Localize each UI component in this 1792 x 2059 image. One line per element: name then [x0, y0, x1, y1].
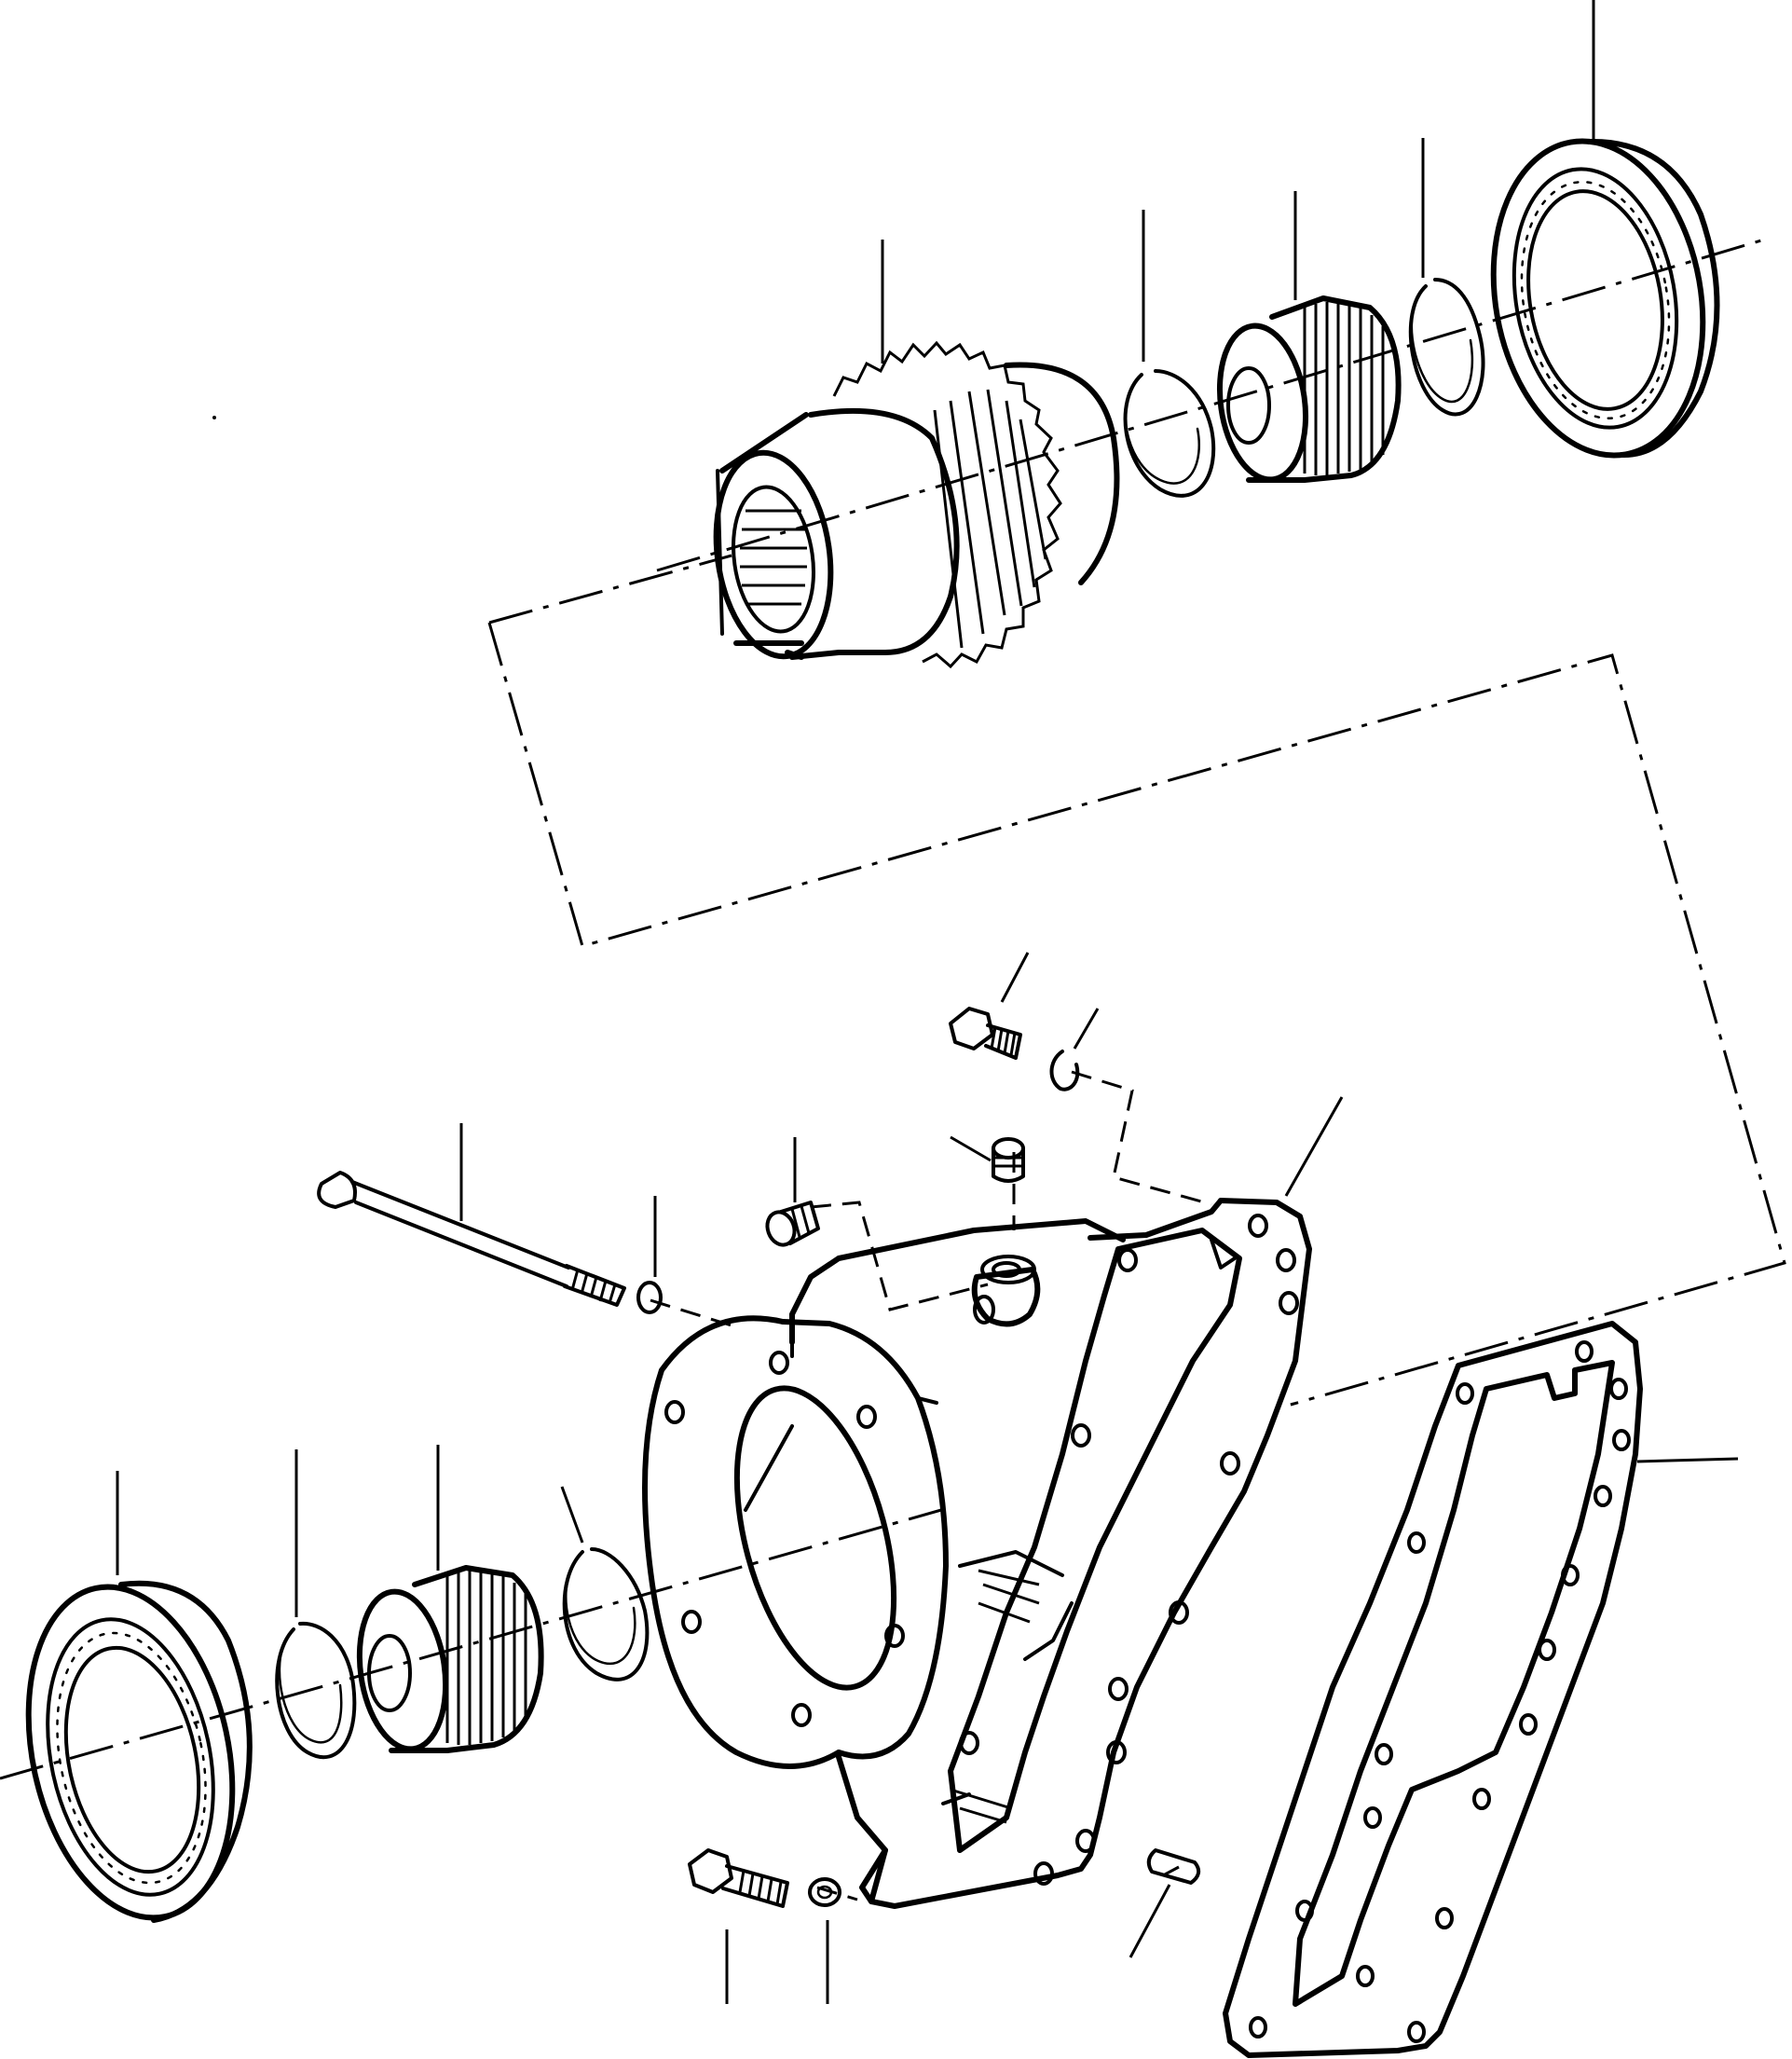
- drive-gear: [713, 240, 1120, 669]
- snap-ring-upper-large: [1123, 210, 1216, 498]
- housing-bolt-holes: [959, 1214, 1299, 1886]
- housing: [642, 1096, 1344, 1909]
- washer-long-bolt: [636, 1196, 663, 1314]
- gasket: [1223, 1321, 1739, 2058]
- bearing-lower: [25, 1471, 253, 1923]
- spline-teeth: [1303, 302, 1385, 475]
- snap-ring-upper-small: [1408, 138, 1485, 417]
- assembly-lines: [0, 239, 1786, 1901]
- stray-dot: [212, 416, 216, 419]
- long-bolt: [317, 1123, 626, 1307]
- plug-top: [950, 1135, 1025, 1183]
- dowel-pin: [1129, 1848, 1201, 1958]
- splined-coupling-lower: [356, 1445, 544, 1753]
- bearing-upper: [1490, 0, 1720, 459]
- snap-ring-lower-large: [560, 1486, 650, 1682]
- plug-side: [765, 1137, 820, 1247]
- bolt-top: [949, 952, 1030, 1060]
- bolt-bottom: [688, 1848, 789, 2004]
- gasket-bolt-holes: [1249, 1340, 1631, 2043]
- washer-top: [1049, 1008, 1100, 1091]
- splined-coupling-upper: [1216, 191, 1402, 483]
- snap-ring-lower: [275, 1449, 357, 1760]
- washer-bottom: [808, 1877, 841, 2004]
